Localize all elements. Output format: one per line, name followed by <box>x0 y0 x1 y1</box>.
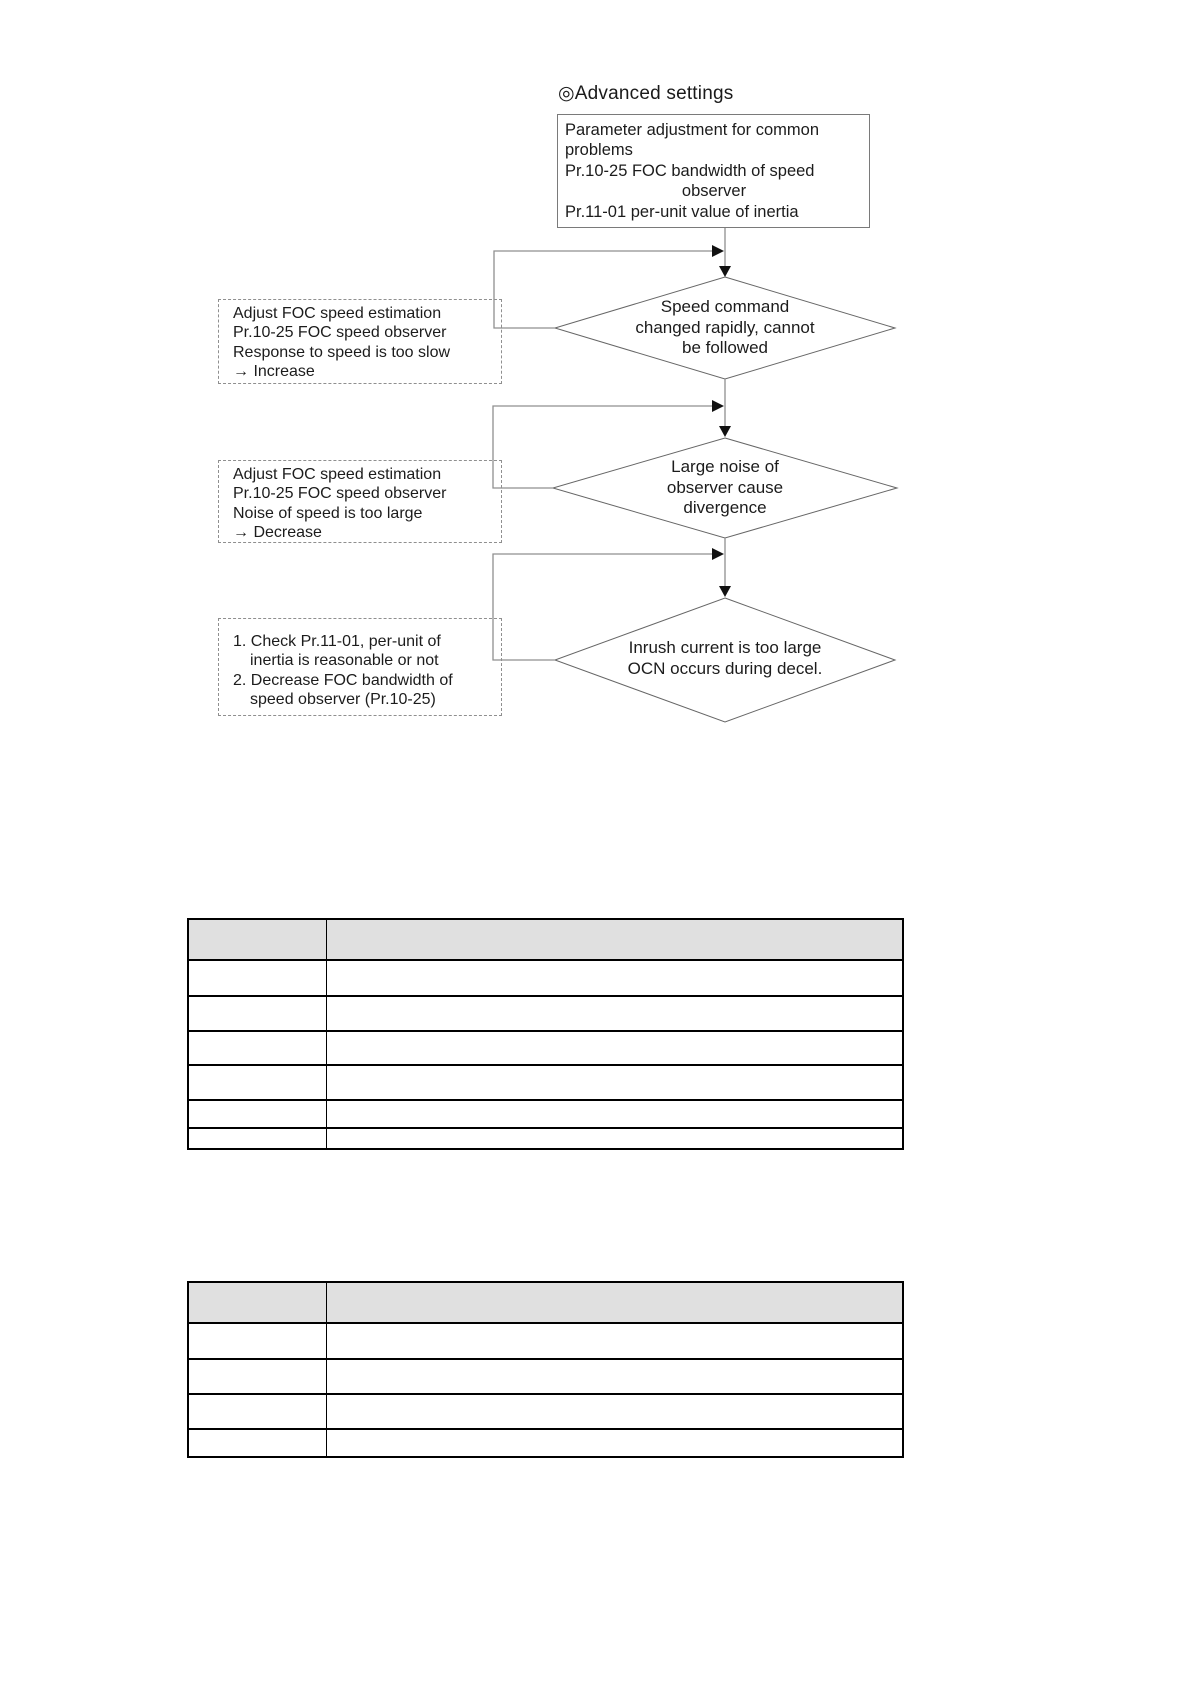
start-box-line: Pr.10-25 FOC bandwidth of speed <box>565 161 815 180</box>
table-row <box>189 1064 902 1099</box>
right-arrow-icon <box>712 245 724 257</box>
decision-label-large-noise: Large noise of observer cause divergence <box>585 457 865 519</box>
start-box-line: observer <box>681 182 747 201</box>
table-row <box>189 1358 902 1393</box>
table-row <box>189 1099 902 1127</box>
action-line: 1. Check Pr.11-01, per-unit of <box>233 633 441 650</box>
action-line: speed observer (Pr.10-25) <box>250 690 436 708</box>
action-box-increase-bandwidth: Adjust FOC speed estimation Pr.10-25 FOC… <box>218 299 502 384</box>
action-line: Response to speed is too slow <box>233 343 451 361</box>
table-cell <box>189 1430 327 1456</box>
table-cell <box>189 1101 327 1127</box>
flowchart-start-box: Parameter adjustment for common problems… <box>557 114 870 228</box>
table-cell <box>327 1360 902 1393</box>
down-arrow-icon <box>719 426 731 437</box>
table-row <box>189 1393 902 1428</box>
table-row <box>189 1030 902 1064</box>
action-line: Noise of speed is too large <box>233 504 423 522</box>
start-box-line: Pr.11-01 per-unit value of inertia <box>565 202 799 221</box>
table-cell <box>189 920 327 959</box>
table-cell <box>189 1283 327 1322</box>
table-cell <box>189 1360 327 1393</box>
feedback-loop-2 <box>492 405 713 489</box>
table-cell <box>189 961 327 995</box>
action-box-decrease-bandwidth: Adjust FOC speed estimation Pr.10-25 FOC… <box>218 460 502 543</box>
decision-line: Inrush current is too large <box>628 638 822 657</box>
table-cell <box>189 1066 327 1099</box>
action-line: → Decrease <box>233 523 322 541</box>
table-cell <box>327 1129 902 1148</box>
action-line: → Increase <box>233 362 315 380</box>
table-row <box>189 959 902 995</box>
decision-line: be followed <box>681 338 768 357</box>
parameter-table-1 <box>187 918 904 1150</box>
table-cell <box>327 1283 902 1322</box>
table-cell <box>327 961 902 995</box>
table-row <box>189 1428 902 1456</box>
decision-line: Speed command <box>660 297 790 316</box>
decision-line: changed rapidly, cannot <box>635 317 815 337</box>
start-box-line: problems <box>565 141 633 160</box>
table-cell <box>327 1032 902 1064</box>
table-row <box>189 1127 902 1148</box>
advanced-settings-heading: ◎Advanced settings <box>558 83 734 104</box>
decision-line: divergence <box>683 498 767 517</box>
down-arrow-icon <box>719 266 731 277</box>
table-cell <box>189 1032 327 1064</box>
right-arrow-icon <box>712 400 724 412</box>
decision-diamond-inrush-current <box>553 597 897 723</box>
right-arrow-icon <box>712 548 724 560</box>
action-line: inertia is reasonable or not <box>250 652 439 670</box>
table-cell <box>327 920 902 959</box>
action-line: Pr.10-25 FOC speed observer <box>233 324 447 342</box>
start-box-line: Parameter adjustment for common <box>565 121 820 139</box>
decision-line: Large noise of <box>671 457 779 476</box>
decision-line: observer cause <box>666 477 784 497</box>
action-box-check-inertia: 1. Check Pr.11-01, per-unit of inertia i… <box>218 618 502 716</box>
table-cell <box>189 1395 327 1428</box>
feedback-loop-1 <box>493 250 713 329</box>
table-cell <box>327 1324 902 1358</box>
table-cell <box>327 1430 902 1456</box>
feedback-loop-3 <box>492 553 713 661</box>
decision-line: OCN occurs during decel. <box>627 659 823 678</box>
table-cell <box>189 1324 327 1358</box>
action-line: 2. Decrease FOC bandwidth of <box>233 671 453 689</box>
table-row <box>189 995 902 1030</box>
table-cell <box>189 1129 327 1148</box>
parameter-table-2 <box>187 1281 904 1458</box>
table-cell <box>189 997 327 1030</box>
action-line: Pr.10-25 FOC speed observer <box>233 485 447 503</box>
table-cell <box>327 1395 902 1428</box>
decision-label-speed-command: Speed command changed rapidly, cannot be… <box>585 297 865 359</box>
decision-label-inrush-current: Inrush current is too large OCN occurs d… <box>570 637 880 679</box>
table-cell <box>327 1101 902 1127</box>
table-header-row <box>189 920 902 959</box>
table-cell <box>327 997 902 1030</box>
table-header-row <box>189 1283 902 1322</box>
table-row <box>189 1322 902 1358</box>
down-arrow-icon <box>719 586 731 597</box>
table-cell <box>327 1066 902 1099</box>
flowchart-diagram <box>492 228 899 723</box>
action-line: Adjust FOC speed estimation <box>233 305 442 322</box>
action-line: Adjust FOC speed estimation <box>233 466 442 483</box>
